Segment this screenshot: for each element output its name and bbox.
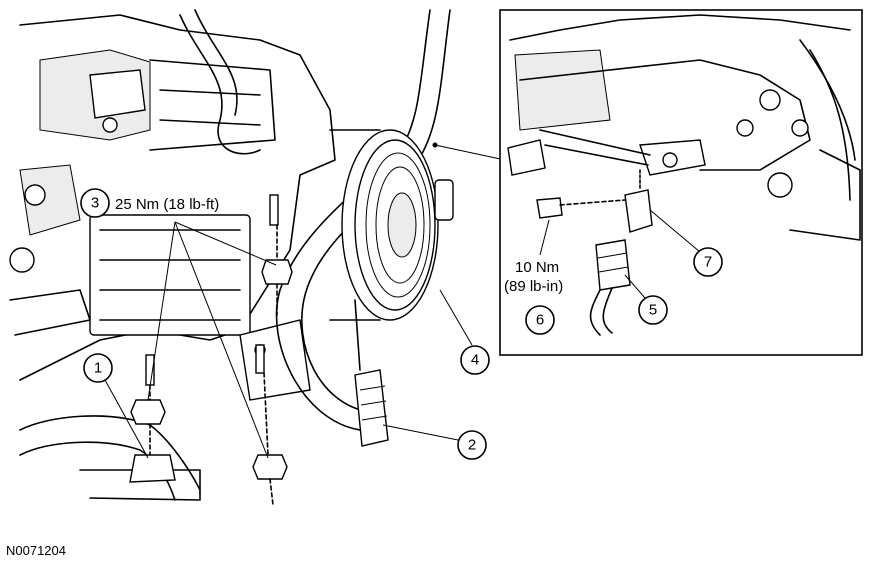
callout-3: 3 — [80, 188, 110, 218]
svg-text:2: 2 — [468, 437, 476, 454]
torque-label-detail-line2: (89 lb-in) — [504, 278, 563, 295]
engine-block — [9, 9, 451, 501]
callout-6: 6 — [525, 305, 555, 335]
callout-2: 2 — [457, 430, 487, 460]
svg-text:7: 7 — [704, 254, 712, 271]
ac-compressor — [329, 129, 454, 321]
svg-text:6: 6 — [536, 312, 544, 329]
fasteners — [129, 194, 293, 506]
svg-text:4: 4 — [471, 352, 479, 369]
svg-text:3: 3 — [91, 195, 99, 212]
leader-lines — [104, 142, 506, 459]
callout-1: 1 — [83, 353, 113, 383]
torque-label-detail-line1: 10 Nm — [515, 259, 559, 276]
electrical-connector — [354, 299, 389, 447]
callout-5: 5 — [638, 295, 668, 325]
detail-inset — [499, 9, 863, 356]
torque-label-main: 25 Nm (18 lb-ft) — [115, 196, 219, 213]
svg-text:5: 5 — [649, 302, 657, 319]
figure-reference-id: N0071204 — [6, 543, 66, 558]
callout-4: 4 — [460, 345, 490, 375]
svg-text:1: 1 — [94, 360, 102, 377]
callout-7: 7 — [693, 247, 723, 277]
